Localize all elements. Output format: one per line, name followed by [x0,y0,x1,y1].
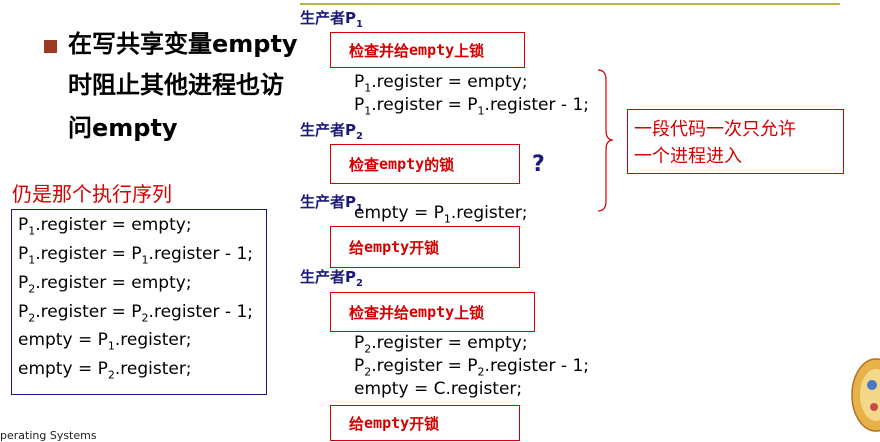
sequence-line-4: P2.register = P2.register - 1; [18,302,253,325]
sequence-line-1: P1.register = empty; [18,215,192,238]
p2-code-line-2: P2.register = P2.register - 1; [354,356,589,379]
bullet-square-icon [44,40,57,53]
course-logo-icon [851,358,880,432]
note-line-1: 一段代码一次只允许 [634,119,796,140]
right-brace-icon [597,69,614,212]
note-line-2: 一个进程进入 [634,146,742,167]
bullet-text-line3: 问empty [68,114,178,142]
header-rule [300,3,840,5]
producer-p1-label: 生产者P1 [300,9,363,30]
sequence-line-3: P2.register = empty; [18,273,192,296]
footer-course-title: perating Systems [0,429,97,442]
bullet-text-line1: 在写共享变量empty [68,30,298,58]
sequence-title: 仍是那个执行序列 [12,182,172,206]
p1-code-line-2: P1.register = P1.register - 1; [354,95,589,118]
p2-code-line-1: P2.register = empty; [354,333,528,356]
execution-sequence-box: P1.register = empty; P1.register = P1.re… [11,209,267,395]
question-mark: ? [532,152,545,177]
sequence-line-6: empty = P2.register; [18,359,192,382]
p1-code-line-3: empty = P1.register; [354,203,528,226]
producer-p1-label-2: 生产者P1 [300,193,363,214]
sequence-line-2: P1.register = P1.register - 1; [18,244,253,267]
p2-code-line-3: empty = C.register; [354,379,523,399]
producer-p2-label: 生产者P2 [300,121,363,142]
mutual-exclusion-note: 一段代码一次只允许 一个进程进入 [627,109,844,174]
sequence-line-5: empty = P1.register; [18,330,192,353]
producer-p2-label-2: 生产者P2 [300,268,363,289]
bullet-text-line2: 时阻止其他进程也访 [68,71,284,99]
p1-code-line-1: P1.register = empty; [354,72,528,95]
